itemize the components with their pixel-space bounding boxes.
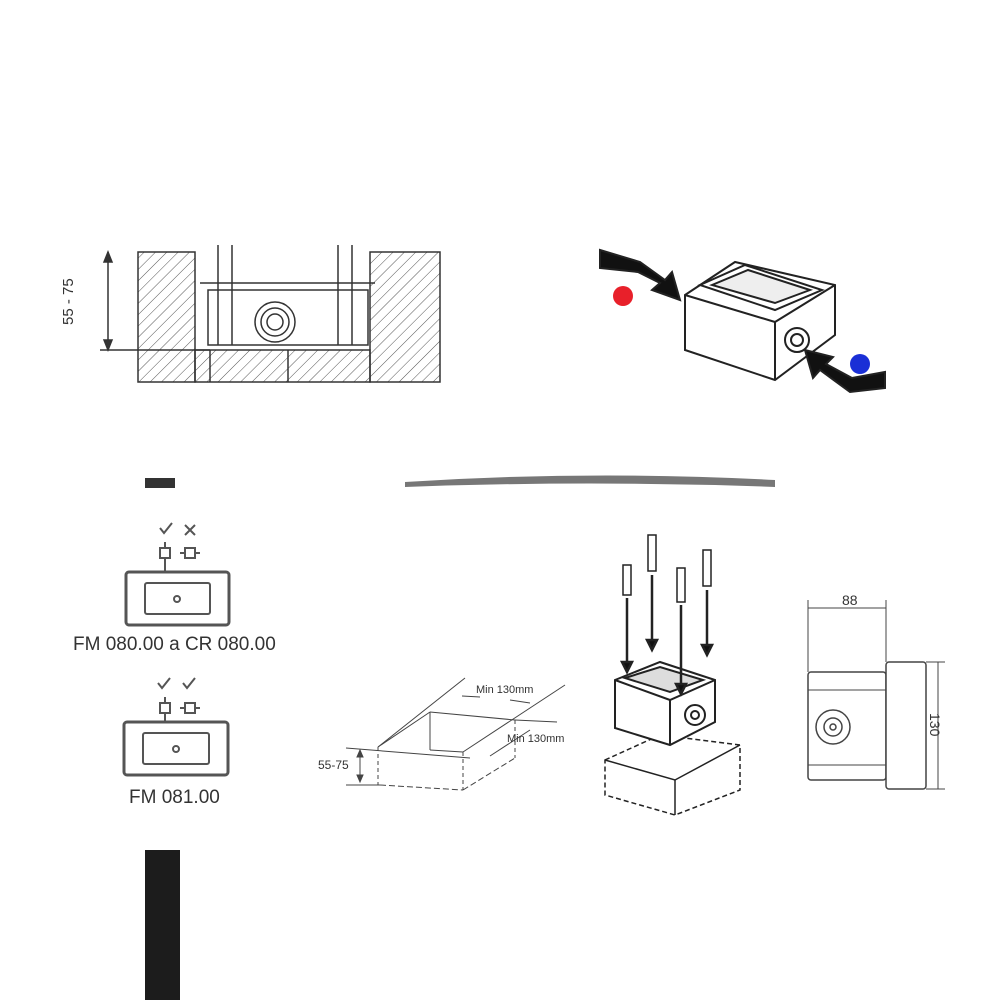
cutout-length-label: Min 130mm (507, 733, 565, 745)
model-diagram-2 (122, 677, 230, 777)
cutout-width-label: Min 130mm (476, 684, 534, 696)
model-2-label: FM 081.00 (129, 787, 220, 808)
connection-view (599, 248, 886, 394)
wall-section-view (100, 245, 441, 383)
model-1-label: FM 080.00 a CR 080.00 (73, 634, 276, 655)
wall-cutout-diagram (345, 677, 566, 791)
height-dimension-label: 130 (927, 713, 943, 737)
hot-inlet-arrow-icon (599, 248, 682, 302)
shower-head-fragment (405, 475, 775, 487)
depth-dimension-label: 88 (842, 592, 858, 608)
dimension-side-view (807, 600, 945, 790)
pole-bottom-fragment (145, 850, 180, 1000)
section-depth-label: 55 - 75 (60, 278, 77, 325)
hot-water-dot-icon (613, 286, 633, 306)
model-diagram-1 (124, 522, 231, 627)
cutout-depth-label: 55-75 (318, 758, 349, 772)
cold-inlet-arrow-icon (803, 348, 886, 394)
pole-top-fragment (145, 478, 175, 488)
mounting-diagram (604, 534, 741, 816)
cold-water-dot-icon (850, 354, 870, 374)
